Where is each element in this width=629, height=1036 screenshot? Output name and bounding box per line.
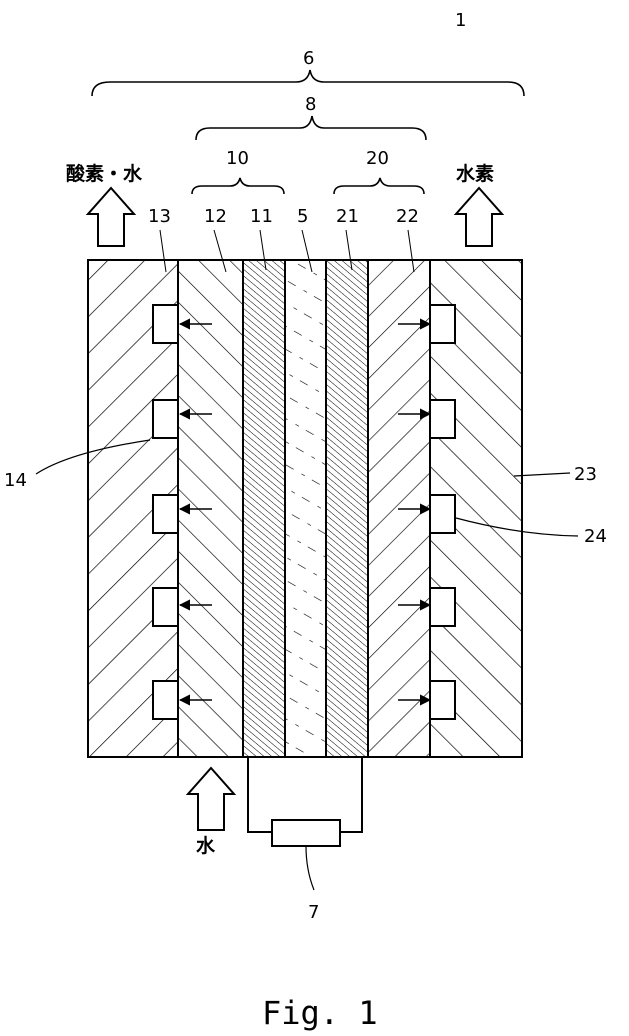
hydrogen-outlet-arrow-icon: [456, 188, 502, 246]
cathode-channel: [430, 495, 455, 533]
power-supply-7: [272, 820, 340, 846]
part-14-label: 14: [4, 470, 27, 491]
anode-channel: [153, 495, 178, 533]
device-number-label: 1: [455, 10, 466, 31]
part-21-label: 21: [336, 206, 359, 227]
oxygen-water-outlet-label: 酸素・水: [66, 162, 143, 185]
part-12-label: 12: [204, 206, 227, 227]
cathode-channel: [430, 305, 455, 343]
water-inlet-label: 水: [196, 835, 216, 857]
anode-channel: [153, 681, 178, 719]
part-23-label: 23: [574, 464, 597, 485]
part-5-label: 5: [297, 206, 308, 227]
oxygen-outlet-arrow-icon: [88, 188, 134, 246]
figure-caption: Fig. 1: [262, 994, 378, 1031]
anode-catalyst-layer-11: [243, 260, 285, 757]
brace-20: [334, 178, 424, 194]
part-11-label: 11: [250, 206, 273, 227]
anode-channel: [153, 400, 178, 438]
anode-channel: [153, 305, 178, 343]
brace-6-label: 6: [303, 48, 314, 69]
cathode-catalyst-layer-21: [326, 260, 368, 757]
part-13-label: 13: [148, 206, 171, 227]
part-22-label: 22: [396, 206, 419, 227]
brace-8: [196, 116, 426, 140]
water-inlet-arrow-icon: [188, 768, 234, 830]
anode-channel: [153, 588, 178, 626]
brace-20-label: 20: [366, 148, 389, 169]
brace-8-label: 8: [305, 94, 316, 115]
leader-7: [306, 846, 314, 890]
cathode-channel: [430, 681, 455, 719]
circuit-wire-right: [340, 757, 362, 832]
electrolyte-membrane-5: [285, 260, 326, 757]
brace-10: [192, 178, 284, 194]
brace-6: [92, 70, 524, 96]
cathode-channel: [430, 400, 455, 438]
part-24-label: 24: [584, 526, 607, 547]
brace-10-label: 10: [226, 148, 249, 169]
cathode-channel: [430, 588, 455, 626]
hydrogen-outlet-label: 水素: [456, 162, 494, 185]
circuit-wire-left: [248, 757, 272, 832]
part-7-label: 7: [308, 902, 319, 923]
